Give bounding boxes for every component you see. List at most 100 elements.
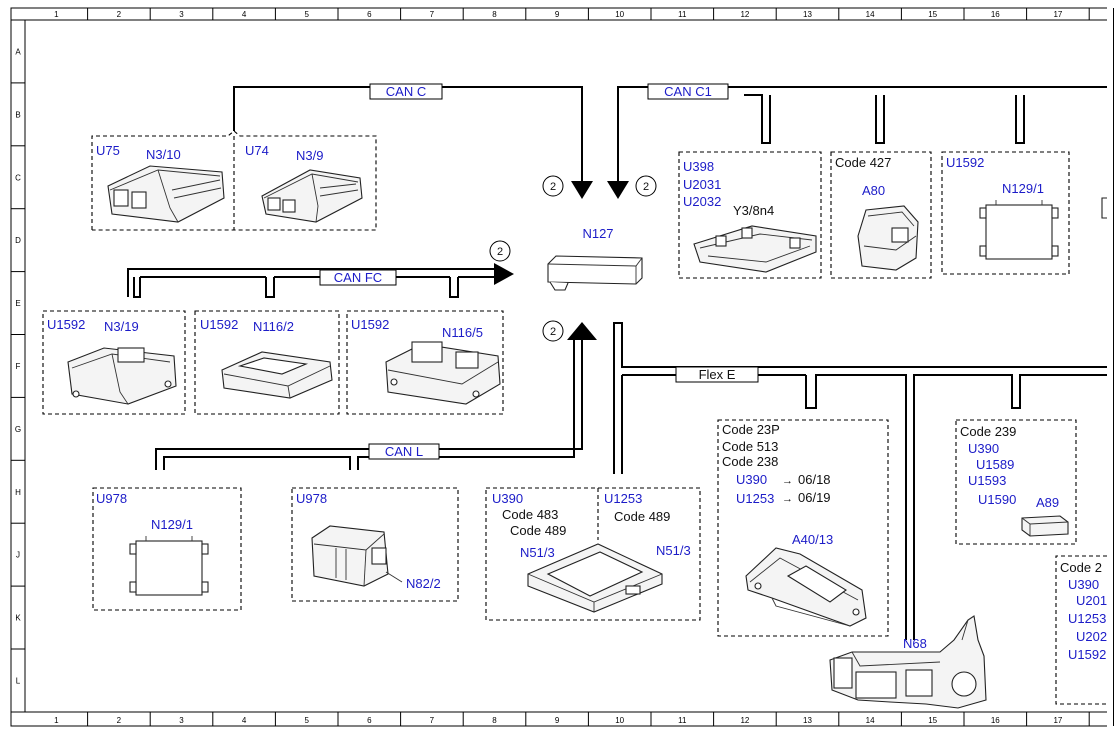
marker-2-right: 2: [635, 175, 657, 197]
marker-2-bottom: 2: [542, 320, 564, 342]
code-label: U390: [968, 441, 999, 456]
ruler-label: 16: [991, 716, 1000, 725]
ruler-label: 12: [740, 716, 749, 725]
ruler-label: 17: [1053, 716, 1062, 725]
code-label: U1592: [47, 317, 85, 332]
code-label: Code 427: [835, 155, 891, 170]
ruler-label: 10: [615, 716, 624, 725]
ruler-label: A: [15, 47, 21, 56]
display-a40-13-icon: [745, 547, 867, 627]
code-line: Code 23P: [722, 422, 780, 437]
ruler-label: 10: [615, 10, 624, 19]
group-y3-8n4[interactable]: U398 U2031 U2032 Y3/8n4: [678, 151, 822, 279]
ruler-label: 16: [991, 10, 1000, 19]
code-label: U1589: [976, 457, 1014, 472]
code-line: Code 239: [960, 424, 1016, 439]
ruler-label: 4: [242, 10, 247, 19]
ruler-label: 7: [430, 10, 435, 19]
part-label: N3/9: [296, 148, 323, 163]
arrow-right-icon: [494, 263, 514, 285]
arrow-down-icon: [571, 181, 593, 199]
ruler-label: 3: [179, 10, 184, 19]
ruler-label: C: [15, 173, 21, 182]
part-label: N51/3: [520, 545, 555, 560]
ruler-label: 11: [678, 10, 687, 19]
ruler-label: 3: [179, 716, 184, 725]
bus-can-c: CAN C: [233, 83, 593, 199]
ruler-label: H: [15, 488, 21, 497]
ruler-label: 14: [866, 716, 875, 725]
svg-text:2: 2: [550, 326, 556, 338]
code-label: U75: [96, 143, 120, 158]
part-label: N82/2: [406, 576, 441, 591]
marker-2-left: 2: [542, 175, 564, 197]
bus-label-can-fc: CAN FC: [334, 270, 382, 285]
part-label: N116/5: [442, 325, 483, 340]
ruler-label: 14: [866, 10, 875, 19]
group-n129-1-top[interactable]: U1592 N129/1: [941, 151, 1070, 275]
arrow-up-icon: [567, 322, 597, 340]
ruler-label: J: [16, 551, 20, 560]
part-label: N51/3: [656, 543, 691, 558]
group-n3-10[interactable]: U75 N3/10: [91, 130, 377, 231]
ruler-label: L: [16, 676, 21, 685]
group-a80[interactable]: Code 427 A80: [830, 151, 932, 279]
code-line: Code 489: [614, 509, 670, 524]
code-line: Code 483: [502, 507, 558, 522]
code-label: U1590: [978, 492, 1016, 507]
part-label: N129/1: [151, 517, 193, 532]
svg-text:2: 2: [497, 246, 503, 258]
date-label: 06/19: [798, 490, 831, 505]
code-label: U390: [1068, 577, 1099, 592]
part-label: Y3/8n4: [733, 203, 774, 218]
ruler-label: 4: [242, 716, 247, 725]
code-label: U978: [296, 491, 327, 506]
group-n82-2[interactable]: U978 N82/2: [291, 487, 459, 602]
group-n116-5[interactable]: U1592 N116/5: [346, 310, 504, 415]
ruler-label: 5: [304, 10, 309, 19]
steering-rack-n68-icon: [829, 615, 987, 709]
code-line: Code 2: [1060, 560, 1102, 575]
ruler-label: D: [15, 236, 21, 245]
ruler-label: 11: [678, 716, 687, 725]
part-label: N3/10: [146, 147, 181, 162]
ruler-label: 7: [430, 716, 435, 725]
group-a89[interactable]: Code 239 U390 U1589 U1593 U1590 A89: [955, 419, 1077, 545]
group-n129-1-bottom[interactable]: U978 N129/1: [92, 487, 242, 611]
ruler-ticks: [11, 8, 1090, 726]
central-label: N127: [582, 226, 613, 241]
part-label: N3/19: [104, 319, 139, 334]
arrow-right-icon: →: [782, 493, 793, 505]
group-n116-2[interactable]: U1592 N116/2: [194, 310, 340, 415]
ruler-label: 8: [492, 716, 497, 725]
code-label: U390: [492, 491, 523, 506]
ecu-n116-2-icon: [221, 351, 333, 399]
bus-can-l: CAN L: [155, 322, 597, 470]
code-label: U1592: [946, 155, 984, 170]
ruler-label: 2: [117, 716, 122, 725]
code-label: U1592: [200, 317, 238, 332]
svg-text:2: 2: [643, 181, 649, 193]
part-label: A89: [1036, 495, 1059, 510]
group-a40-13[interactable]: Code 23P Code 513 Code 238 U390 → 06/18 …: [717, 419, 889, 637]
drawing-frame: [10, 7, 1114, 727]
central-module-n127[interactable]: N127: [547, 226, 643, 291]
partial-module-edge: [1101, 197, 1108, 219]
part-label: N68: [903, 636, 927, 651]
ruler-label: 2: [117, 10, 122, 19]
group-partial-right[interactable]: Code 2 U390 U201 U1253 U202 U1592: [1055, 555, 1114, 705]
group-n3-19[interactable]: U1592 N3/19: [42, 310, 186, 415]
code-label: U1593: [968, 473, 1006, 488]
group-n3-9[interactable]: U74 N3/9: [245, 143, 363, 223]
valve-body-y3-8n4-icon: [693, 225, 817, 273]
module-n129-1-icon: [979, 200, 1059, 260]
code-label: U390: [736, 472, 767, 487]
bus-label-can-l: CAN L: [385, 444, 423, 459]
group-n51-3[interactable]: U390 Code 483 Code 489 U1253 Code 489 N5…: [485, 487, 701, 621]
code-label: U202: [1076, 629, 1107, 644]
ruler-label: 15: [928, 10, 937, 19]
group-n68[interactable]: N68: [829, 615, 987, 709]
module-a80-icon: [857, 205, 919, 271]
code-label: U2031: [683, 177, 721, 192]
